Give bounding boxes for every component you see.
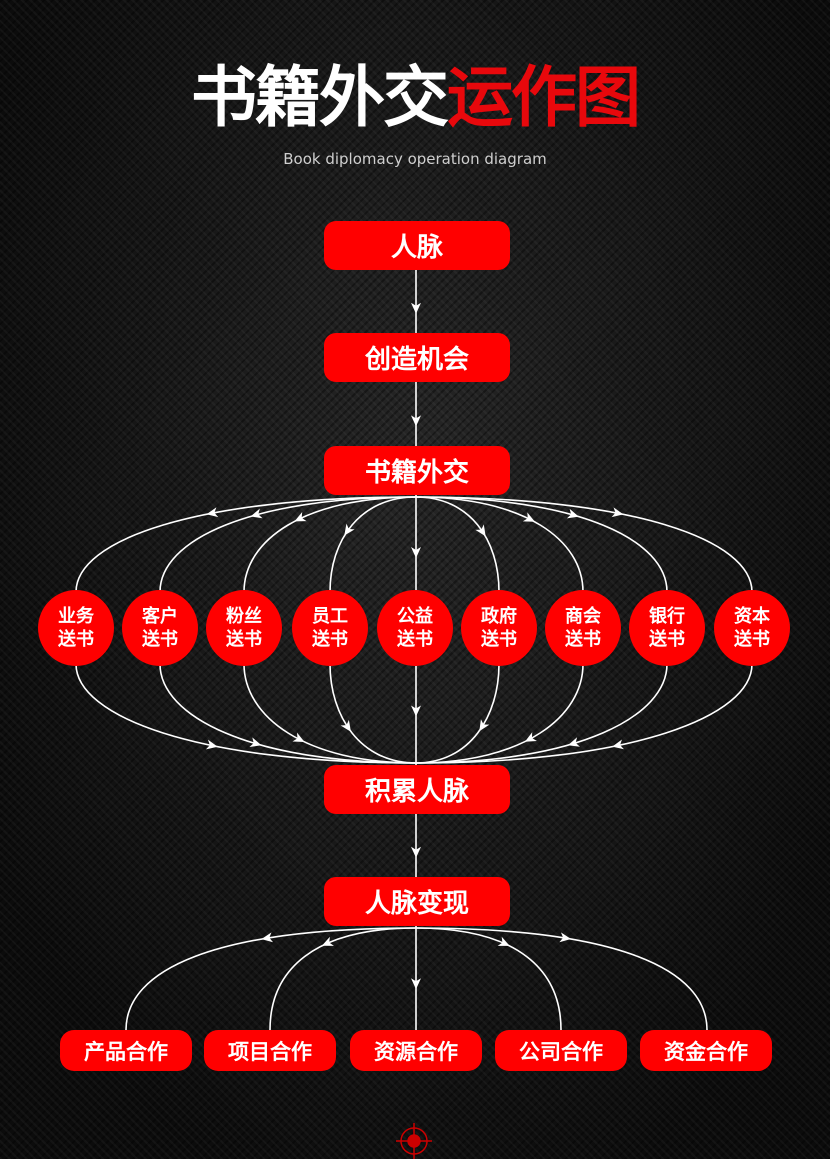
connector	[415, 663, 668, 764]
arrow-head	[340, 719, 351, 732]
arrow-head	[321, 936, 334, 946]
channel-node: 政府送书	[461, 590, 537, 666]
arrow-head	[205, 739, 218, 750]
channel-label-2: 送书	[649, 629, 685, 650]
channel-label-2: 送书	[734, 629, 770, 650]
channel-label-1: 资本	[734, 606, 770, 627]
connector	[159, 496, 417, 593]
channel-label-1: 银行	[649, 606, 685, 627]
arrow-head	[249, 737, 262, 748]
connector	[269, 927, 417, 1031]
arrow-head	[411, 547, 421, 558]
flow-step-create-opportunity: 创造机会	[324, 333, 510, 382]
arrow-head	[411, 705, 421, 717]
channel-label-2: 送书	[397, 629, 433, 650]
arrow-head	[567, 737, 580, 747]
arrow-head	[522, 512, 535, 522]
flow-step-book-diplomacy: 书籍外交	[324, 446, 510, 495]
connector	[415, 496, 500, 593]
outcome-box: 产品合作	[60, 1030, 192, 1071]
arrow-head	[524, 732, 537, 742]
flow-step-monetize-connections: 人脉变现	[324, 877, 510, 926]
connector	[415, 496, 668, 593]
outcome-box: 资金合作	[640, 1030, 772, 1071]
arrow-head	[294, 512, 307, 522]
channel-label-1: 政府	[481, 606, 517, 627]
arrow-head	[206, 507, 219, 518]
channel-label-1: 商会	[565, 606, 601, 627]
outcome-box: 资源合作	[350, 1030, 482, 1071]
connector	[415, 496, 584, 593]
connector	[415, 927, 708, 1031]
connector	[415, 927, 562, 1031]
channel-node: 商会送书	[545, 590, 621, 666]
outcome-box: 项目合作	[204, 1030, 336, 1071]
arrow-head	[611, 507, 624, 518]
arrow-head	[411, 978, 421, 990]
arrow-head	[612, 739, 624, 750]
channel-label-1: 业务	[58, 606, 94, 627]
channel-node: 员工送书	[292, 590, 368, 666]
connector	[415, 663, 500, 764]
subtitle: Book diplomacy operation diagram	[283, 150, 547, 168]
flow-step-connections: 人脉	[324, 221, 510, 270]
channel-node: 客户送书	[122, 590, 198, 666]
channel-node: 业务送书	[38, 590, 114, 666]
channel-label-1: 员工	[312, 606, 348, 627]
arrow-head	[344, 523, 355, 536]
connector	[415, 496, 753, 593]
arrow-head	[559, 932, 572, 943]
title-red: 运作图	[447, 58, 641, 136]
channel-label-2: 送书	[58, 629, 94, 650]
arrow-head	[261, 932, 274, 943]
outcome-box: 公司合作	[495, 1030, 627, 1071]
arrow-head	[479, 719, 490, 732]
arrow-head	[292, 732, 305, 743]
connector	[415, 663, 753, 764]
title-white: 书籍外交	[191, 58, 449, 136]
channel-node: 公益送书	[377, 590, 453, 666]
connector	[75, 496, 417, 593]
connector	[243, 663, 417, 764]
channel-label-2: 送书	[226, 629, 262, 650]
arrow-head	[497, 936, 510, 946]
page-title: 书籍外交运作图	[0, 52, 830, 142]
channel-label-1: 粉丝	[226, 606, 262, 627]
connector	[415, 663, 584, 764]
arrow-head	[411, 302, 421, 314]
channel-node: 银行送书	[629, 590, 705, 666]
connector	[159, 663, 417, 764]
channel-node: 资本送书	[714, 590, 790, 666]
channel-label-2: 送书	[565, 629, 601, 650]
connector	[125, 927, 417, 1031]
arrow-head	[566, 508, 579, 519]
connector	[75, 663, 417, 764]
arrow-head	[411, 415, 421, 427]
arrow-head	[411, 846, 421, 858]
connector	[329, 663, 417, 764]
channel-label-1: 公益	[397, 606, 433, 627]
flow-step-accumulate-connections: 积累人脉	[324, 765, 510, 814]
channel-label-2: 送书	[142, 629, 178, 650]
connector	[243, 496, 417, 593]
channel-label-2: 送书	[312, 629, 348, 650]
arrow-head	[250, 508, 263, 519]
arrow-head	[475, 524, 486, 537]
channel-label-1: 客户	[142, 606, 178, 627]
channel-node: 粉丝送书	[206, 590, 282, 666]
channel-label-2: 送书	[481, 629, 517, 650]
connector	[329, 496, 417, 593]
